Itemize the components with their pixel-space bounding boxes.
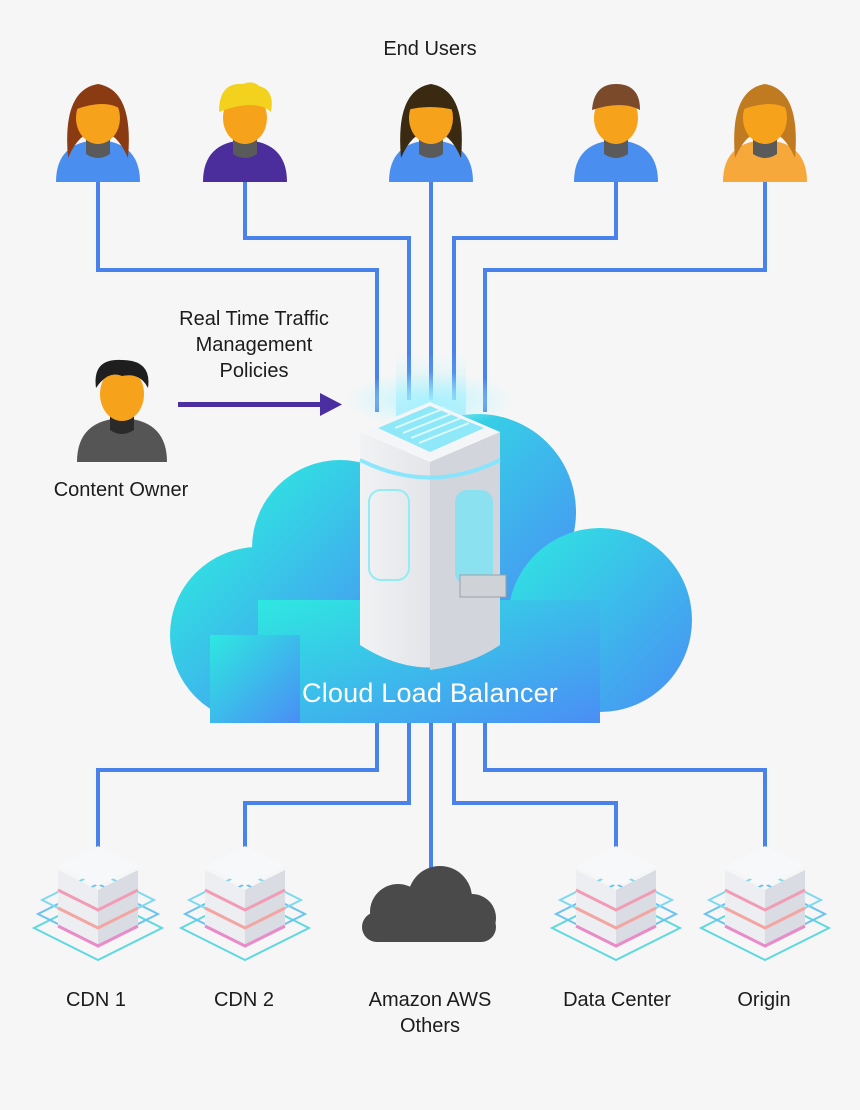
- end-users-row: [56, 82, 807, 182]
- destination-label-datacenter: Data Center: [563, 989, 671, 1011]
- policy-line-2: Management: [195, 334, 313, 356]
- end-user-5: [723, 84, 807, 182]
- aws-label-line-2: Others: [399, 1015, 461, 1037]
- load-balancer-server-icon: [345, 352, 515, 670]
- content-owner-label: Content Owner: [53, 479, 189, 501]
- end-user-1: [56, 84, 140, 182]
- end-user-2: [203, 82, 287, 182]
- connector-user-4: [452, 178, 618, 400]
- destination-label-aws: Amazon AWS Others: [369, 987, 492, 1039]
- destination-label-cdn2: CDN 2: [213, 989, 275, 1011]
- connector-datacenter: [452, 720, 618, 858]
- aws-label-line-1: Amazon AWS: [368, 989, 492, 1011]
- connector-user-2: [243, 178, 411, 400]
- aws-cloud-icon: [362, 866, 496, 942]
- policy-line-3: Policies: [219, 360, 289, 382]
- end-user-3: [389, 84, 473, 182]
- server-stack-origin: [698, 846, 832, 962]
- server-stack-cdn2: [178, 846, 312, 962]
- connector-user-1: [96, 178, 379, 412]
- destination-connectors: [96, 720, 767, 878]
- policy-arrow: [178, 393, 342, 416]
- connector-cdn2: [243, 720, 411, 858]
- cloud-load-balancer-label: Cloud Load Balancer: [302, 678, 558, 708]
- destination-label-cdn1: CDN 1: [65, 989, 127, 1011]
- destination-label-origin: Origin: [737, 989, 791, 1011]
- connector-cdn1: [96, 720, 379, 862]
- server-stack-datacenter: [549, 846, 683, 962]
- user-connectors: [96, 178, 767, 412]
- connector-origin: [483, 720, 767, 862]
- connector-user-5: [483, 178, 767, 412]
- server-stack-cdn1: [31, 846, 165, 962]
- end-user-4: [574, 84, 658, 182]
- policy-label: Real Time Traffic Management Policies: [179, 306, 329, 384]
- policy-line-1: Real Time Traffic: [179, 308, 329, 330]
- end-users-title: End Users: [383, 38, 477, 60]
- content-owner-icon: [77, 359, 167, 462]
